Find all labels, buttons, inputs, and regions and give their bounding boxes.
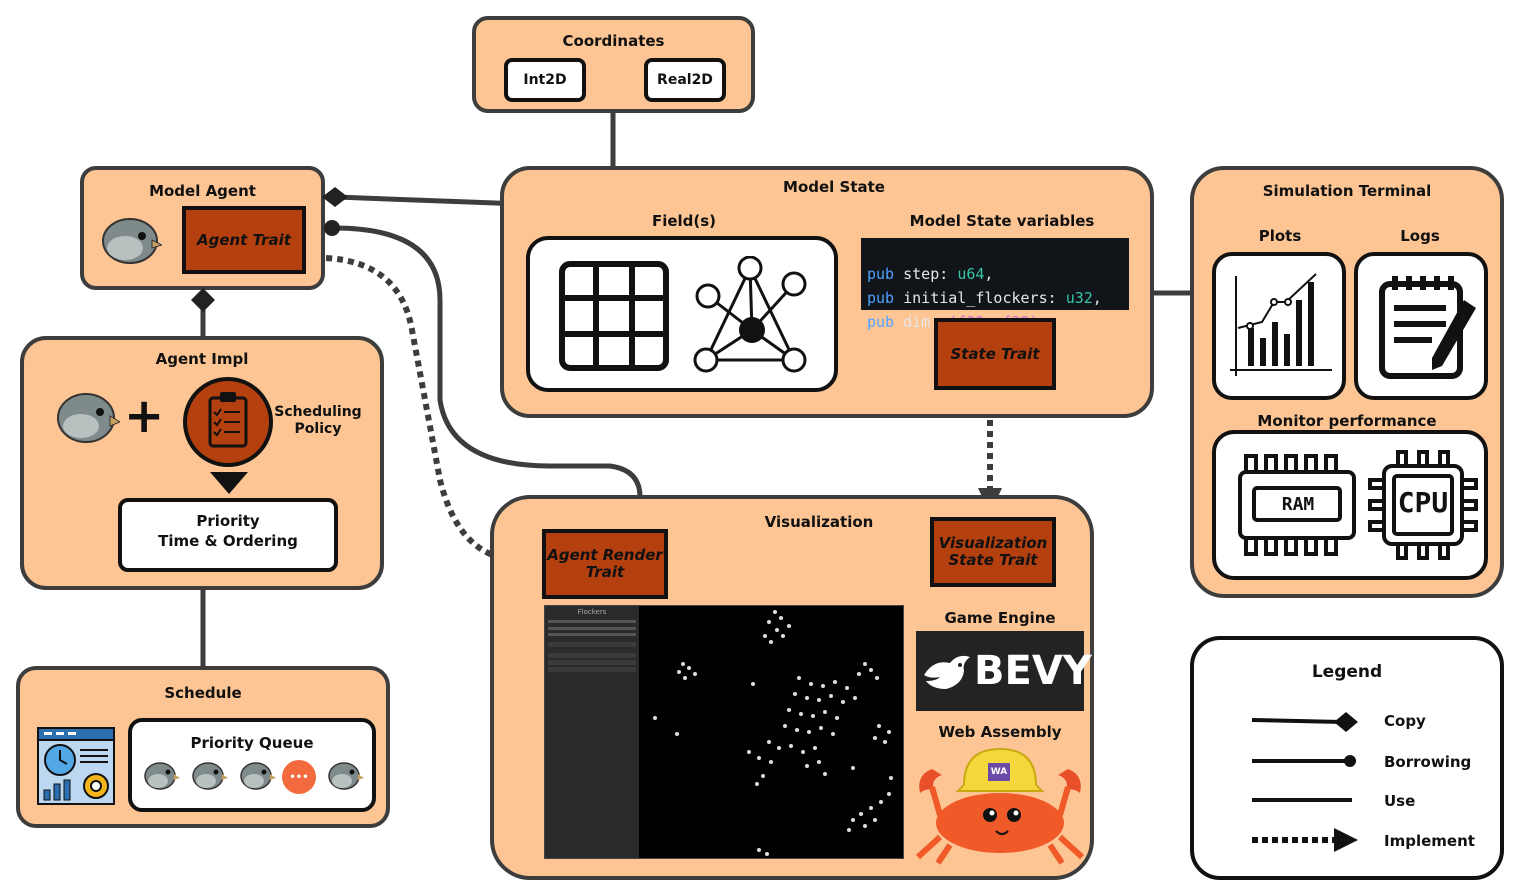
schedule-title: Schedule [164, 684, 242, 702]
grid-field-icon [559, 261, 669, 371]
model-agent-box: Model Agent Agent Trait [80, 166, 325, 290]
coordinates-title: Coordinates [562, 32, 665, 50]
priority-label: Priority [196, 512, 260, 530]
bird-icon [102, 218, 162, 264]
state-trait-box: State Trait [934, 318, 1056, 390]
legend-box: Legend Copy Borrowing Use Implement [1190, 636, 1504, 880]
bevy-bird-icon [924, 655, 970, 689]
model-state-box: Model State Field(s) Model State variabl… [500, 166, 1154, 418]
agent-trait-box: Agent Trait [182, 206, 306, 274]
simulation-terminal-title: Simulation Terminal [1262, 182, 1432, 200]
plus-sign: + [124, 388, 165, 444]
code-line-1: pub step: u64, [867, 265, 994, 283]
model-state-title: Model State [783, 178, 885, 196]
borrow-line-visualization [333, 225, 643, 498]
queue-bird-icon-3 [240, 762, 276, 790]
flockers-panel-title: Flockers [577, 608, 607, 616]
notepad-pencil-icon [1379, 276, 1476, 379]
legend-borrow-dot-icon [1344, 755, 1356, 767]
fields-box [526, 236, 838, 392]
implement-line-render [325, 255, 521, 563]
ram-label: RAM [1281, 494, 1315, 515]
priority-box: Priority Time & Ordering [118, 498, 338, 572]
legend-title: Legend [1311, 662, 1383, 682]
schedule-box: Schedule Priority Queue ••• [16, 666, 390, 828]
visualization-box: Visualization Agent Render Trait Visuali… [490, 495, 1094, 880]
agent-impl-box: Agent Impl + Scheduling Policy Priority … [20, 336, 384, 590]
visualization-title: Visualization [764, 513, 874, 531]
cpu-label: CPU [1397, 486, 1449, 519]
legend-implement-label: Implement [1384, 832, 1475, 850]
flockers-side-panel: Flockers [545, 606, 639, 858]
bevy-text: BEVY [974, 648, 1092, 694]
int2d-box: Int2D [504, 58, 586, 102]
plots-box [1212, 252, 1346, 400]
queue-bird-icon-2 [192, 762, 228, 790]
queue-bird-icon-4 [328, 762, 364, 790]
plots-title: Plots [1258, 227, 1302, 245]
model-state-code: pub step: u64, pub initial_flockers: u32,… [861, 238, 1129, 331]
flockers-screenshot: Flockers [544, 605, 904, 859]
agent-render-trait-box: Agent Render Trait [542, 529, 668, 599]
priority-queue-box: Priority Queue ••• [128, 718, 376, 812]
bevy-logo: BEVY [916, 631, 1092, 711]
legend-symbols [1251, 712, 1358, 852]
priority-queue-title: Priority Queue [190, 734, 314, 752]
network-field-icon [693, 256, 807, 373]
legend-use-label: Use [1384, 792, 1416, 810]
plot-chart-icon [1230, 273, 1332, 376]
legend-implement-arrow-icon [1334, 828, 1358, 852]
wa-badge: WA [990, 767, 1008, 777]
agent-impl-title: Agent Impl [155, 350, 249, 368]
cpu-icon [1368, 450, 1478, 560]
real2d-box: Real2D [644, 58, 726, 102]
model-state-vars-title: Model State variables [909, 212, 1095, 230]
game-engine-title: Game Engine [944, 609, 1056, 627]
logs-box [1354, 252, 1488, 400]
bird-icon [57, 393, 120, 443]
time-ordering-label: Time & Ordering [158, 532, 298, 550]
web-assembly-title: Web Assembly [938, 723, 1062, 741]
simulation-terminal-box: Simulation Terminal Plots Logs Monitor p… [1190, 166, 1504, 598]
model-agent-markers [322, 187, 348, 236]
coordinates-box: Coordinates Int2D Real2D [472, 16, 755, 113]
arrow-down-icon [210, 472, 248, 494]
legend-copy-diamond-icon [1334, 712, 1358, 732]
borrow-dot-icon [324, 220, 340, 236]
legend-copy-label: Copy [1384, 712, 1426, 730]
schedule-calendar-icon [37, 727, 115, 805]
copy-diamond-agent-impl-icon [191, 288, 215, 312]
copy-diamond-icon [322, 187, 348, 207]
monitor-performance-title: Monitor performance [1257, 412, 1437, 430]
legend-borrowing-label: Borrowing [1384, 753, 1472, 771]
visualization-state-trait-box: Visualization State Trait [930, 517, 1056, 587]
model-agent-title: Model Agent [149, 182, 256, 200]
queue-bird-icon-1 [144, 762, 180, 790]
code-line-2: pub initial_flockers: u32, [867, 289, 1102, 307]
logs-title: Logs [1400, 227, 1440, 245]
fields-title: Field(s) [651, 212, 717, 230]
flockers-agents [653, 610, 893, 856]
ellipsis-icon: ••• [282, 760, 316, 794]
ram-icon [1238, 454, 1356, 556]
ferris-crab-icon [915, 747, 1085, 865]
scheduling-policy-icon [183, 377, 273, 467]
scheduling-policy-label: Scheduling Policy [274, 404, 362, 437]
monitor-box: RAM CPU [1212, 430, 1488, 580]
